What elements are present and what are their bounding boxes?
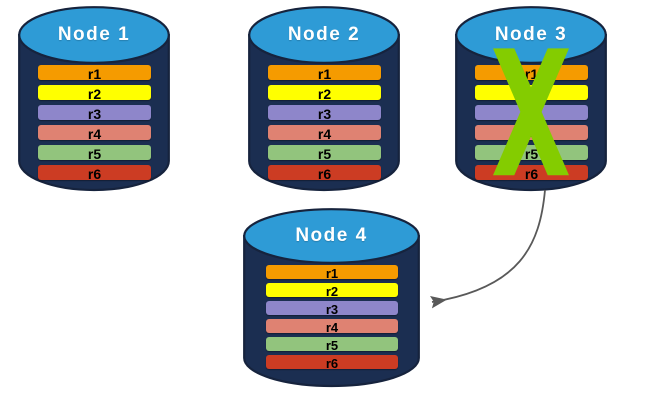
node-1-row-label-r1: r1 — [87, 66, 102, 82]
node-1-row-label-r3: r3 — [87, 106, 102, 122]
node-4-top-ellipse — [243, 208, 420, 264]
node-3-row-r1[interactable]: r1 — [475, 65, 588, 82]
node-1-row-r4[interactable]: r4 — [38, 125, 151, 142]
node-2-row-label-r5: r5 — [317, 146, 332, 162]
node-3-row-label-r2: r2 — [524, 86, 539, 102]
node-2-row-r5[interactable]: r5 — [268, 145, 381, 162]
node-4-row-label-r4: r4 — [325, 320, 339, 335]
node-1-row-r1[interactable]: r1 — [38, 65, 151, 82]
node-2-row-label-r6: r6 — [317, 166, 332, 182]
node-2-row-label-r2: r2 — [317, 86, 332, 102]
node-3-row-r3[interactable]: r3 — [475, 105, 588, 122]
node-4-row-label-r3: r3 — [325, 302, 339, 317]
node-2-row-r2[interactable]: r2 — [268, 85, 381, 102]
node-3-top-ellipse — [455, 6, 607, 64]
node-3-row-r4[interactable]: r4 — [475, 125, 588, 142]
node-1-row-label-r2: r2 — [87, 86, 102, 102]
node-4-row-label-r1: r1 — [325, 266, 339, 281]
node-1-row-label-r6: r6 — [87, 166, 102, 182]
node-4-row-r6[interactable]: r6 — [266, 355, 398, 371]
node-3-row-label-r4: r4 — [524, 126, 539, 142]
node-1-row-label-r5: r5 — [87, 146, 102, 162]
node-3-row-r2[interactable]: r2 — [475, 85, 588, 102]
node-4-row-r1[interactable]: r1 — [266, 265, 398, 281]
node-2-top-ellipse — [248, 6, 400, 64]
node-1-row-r3[interactable]: r3 — [38, 105, 151, 122]
node-4-row-label-r2: r2 — [325, 284, 339, 299]
node-2-row-label-r3: r3 — [317, 106, 332, 122]
node-3-row-label-r5: r5 — [524, 146, 539, 162]
node-4-row-label-r5: r5 — [325, 338, 339, 353]
node-1-row-r5[interactable]: r5 — [38, 145, 151, 162]
node-3-row-label-r3: r3 — [524, 106, 539, 122]
node-3-row-r6[interactable]: r6 — [475, 165, 588, 182]
node-3-row-label-r1: r1 — [524, 66, 539, 82]
node-3-row-label-r6: r6 — [524, 166, 539, 182]
node-2-row-label-r4: r4 — [317, 126, 332, 142]
node-2-row-r6[interactable]: r6 — [268, 165, 381, 182]
node-1-row-label-r4: r4 — [87, 126, 102, 142]
node-4-row-r2[interactable]: r2 — [266, 283, 398, 299]
node-4-row-r5[interactable]: r5 — [266, 337, 398, 353]
node-2-row-r3[interactable]: r3 — [268, 105, 381, 122]
node-2-row-label-r1: r1 — [317, 66, 332, 82]
node-1-top-ellipse — [18, 6, 170, 64]
node-2-row-r4[interactable]: r4 — [268, 125, 381, 142]
node-4-row-label-r6: r6 — [325, 356, 339, 371]
node-2-row-r1[interactable]: r1 — [268, 65, 381, 82]
node-3-row-r5[interactable]: r5 — [475, 145, 588, 162]
node-4-row-r4[interactable]: r4 — [266, 319, 398, 335]
node-1-row-r6[interactable]: r6 — [38, 165, 151, 182]
node-1-row-r2[interactable]: r2 — [38, 85, 151, 102]
node-4-row-r3[interactable]: r3 — [266, 301, 398, 317]
